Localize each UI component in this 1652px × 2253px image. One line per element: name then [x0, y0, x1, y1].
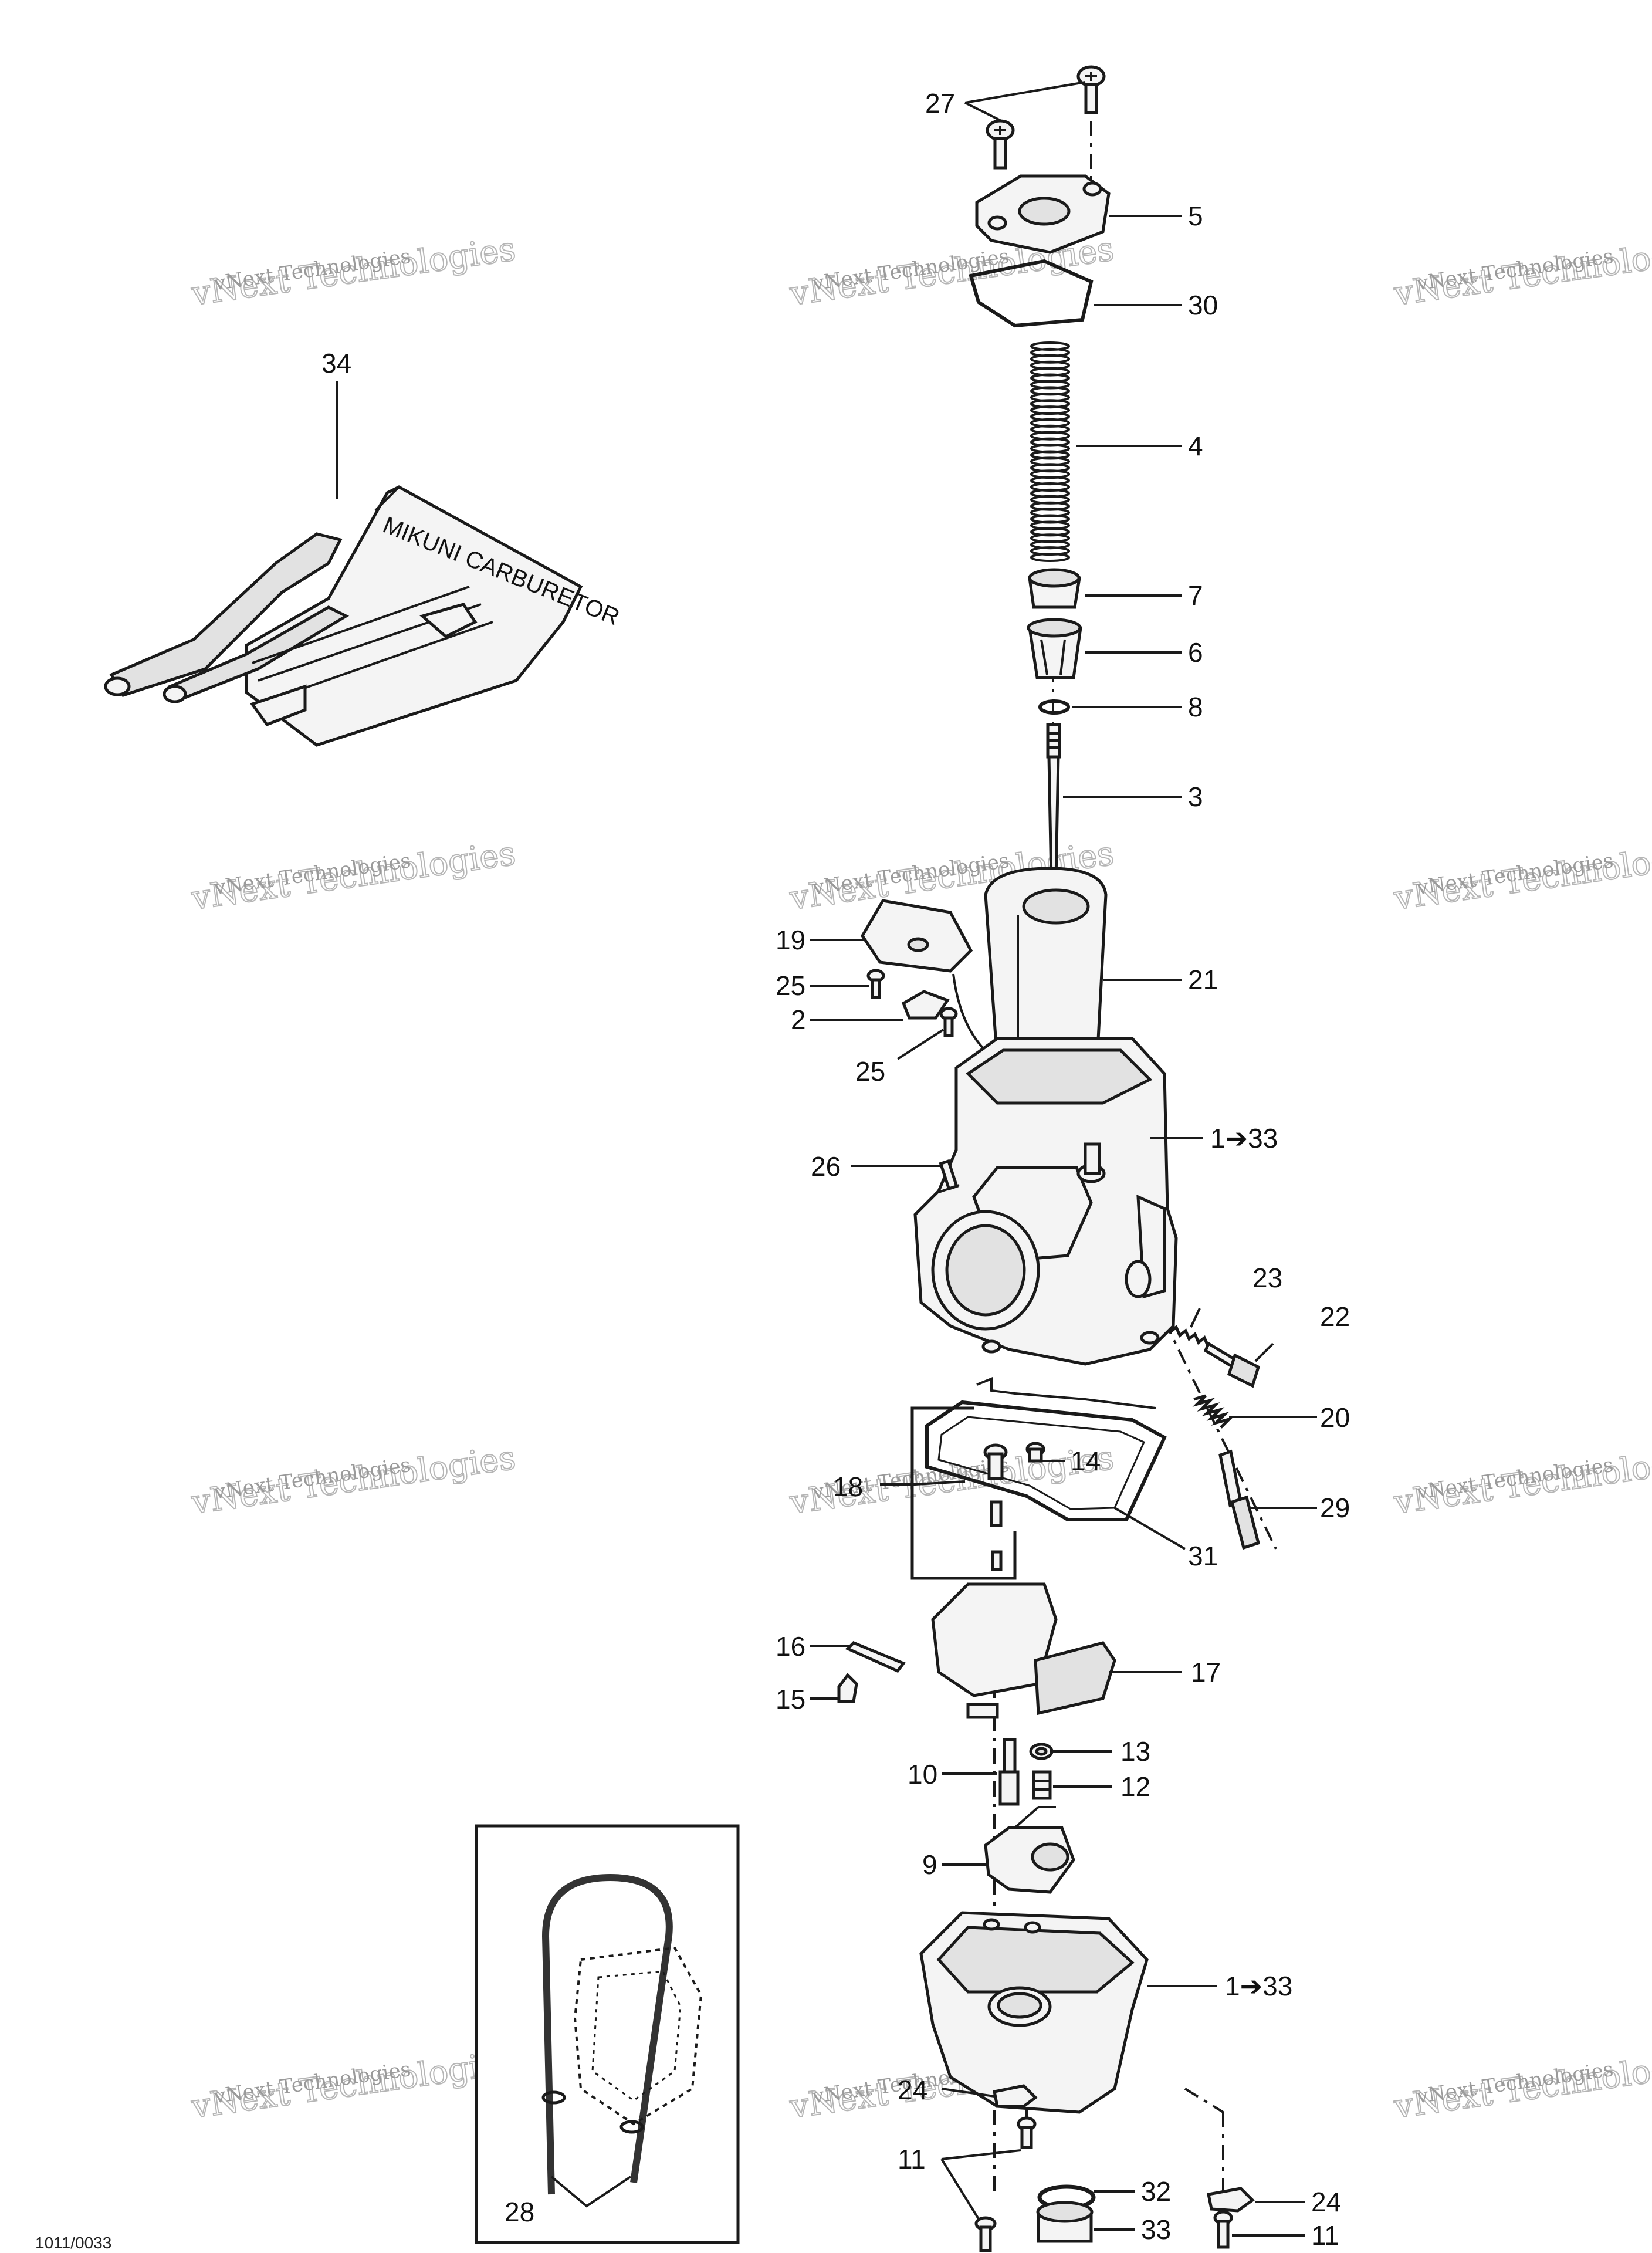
bracket-24-right [1207, 2187, 1255, 2213]
float-17 [931, 1582, 1116, 1719]
callout-12: 12 [1120, 1771, 1150, 1802]
callout-28: 28 [505, 2197, 534, 2227]
callout-7: 7 [1188, 580, 1203, 611]
clip-line [976, 1377, 1156, 1409]
top-cap-5 [975, 174, 1111, 254]
watermark: vNext Technologies vNext Technologies [188, 834, 519, 918]
callout-18: 18 [833, 1471, 863, 1502]
watermark: vNext Technologies vNext Technologies [1391, 2042, 1652, 2127]
float-pin-16 [845, 1641, 906, 1673]
callout-24-right: 24 [1311, 2187, 1341, 2217]
watermark: vNext Technologies vNext Technologies [188, 1438, 519, 1523]
spring-23 [1169, 1324, 1210, 1347]
float-bowl-1 [919, 1911, 1149, 2114]
watermark: vNext Technologies vNext Technologies [1391, 229, 1652, 314]
screw-27-right [1076, 65, 1106, 114]
carburetor-body-1 [913, 1037, 1178, 1366]
pilot-screw-22 [1203, 1341, 1261, 1388]
screw-27-left [986, 119, 1015, 170]
watermark: vNext Technologies vNext Technologies [188, 229, 519, 314]
axis-line [1149, 1290, 1277, 1550]
callout-9: 9 [922, 1849, 937, 1880]
washer-13-hole [1035, 1747, 1048, 1756]
screw-25-upper [866, 969, 885, 999]
idle-screw-29 [1218, 1449, 1261, 1550]
baffle-9 [984, 1806, 1075, 1894]
callout-19: 19 [776, 925, 805, 955]
spring-coil [1030, 553, 1070, 562]
callout-5: 5 [1188, 201, 1203, 231]
gasket-31 [925, 1400, 1167, 1521]
callout-26: 26 [811, 1151, 841, 1182]
callout-11-right: 11 [1311, 2220, 1339, 2251]
callout-16: 16 [776, 1631, 805, 1662]
leader-lines [336, 81, 1317, 2237]
watermark: vNext Technologies vNext Technologies [188, 2042, 519, 2127]
tool-kit-34: MIKUNI CARBURETOR [104, 485, 623, 747]
bracket-24-left [993, 2084, 1038, 2108]
callout-21: 21 [1188, 965, 1218, 995]
gasket-30 [969, 259, 1094, 328]
callout-32: 32 [1141, 2176, 1171, 2207]
callout-3: 3 [1188, 782, 1203, 812]
callout-4: 4 [1188, 431, 1203, 461]
cap-7 [1028, 568, 1081, 609]
figure-code: 1011/0033 [35, 2234, 111, 2252]
jet-needle-3 [1046, 723, 1061, 882]
callout-labels: 27 5 30 34 4 7 6 8 3 19 21 25 2 25 1➔33 … [321, 88, 1350, 2251]
callout-1-bowl: 1➔33 [1225, 1971, 1292, 2001]
callout-13: 13 [1120, 1736, 1150, 1767]
screw-15 [837, 1673, 858, 1703]
screw-11-upper [1017, 2116, 1037, 2149]
screw-11-right [1213, 2210, 1233, 2249]
callout-15: 15 [776, 1684, 805, 1714]
callout-30: 30 [1188, 290, 1218, 320]
callout-17: 17 [1191, 1657, 1221, 1687]
spring-4 [1030, 341, 1070, 562]
callout-31: 31 [1188, 1541, 1218, 1571]
needle-valve-parts [983, 1443, 1008, 1571]
callout-20: 20 [1320, 1402, 1350, 1433]
bracket-18-group-frame [910, 1406, 1017, 1580]
callout-11-left: 11 [898, 2144, 926, 2174]
watermark: vNext Technologies vNext Technologies [1391, 834, 1652, 918]
callout-14: 14 [1071, 1446, 1101, 1476]
drain-plug-33 [1036, 2201, 1094, 2243]
watermark: vNext Technologies vNext Technologies [1391, 1438, 1652, 1523]
inset-28 [475, 1824, 740, 2244]
needle-holder-6 [1027, 618, 1082, 679]
cover-19 [861, 899, 973, 973]
axis-line [1184, 2088, 1224, 2113]
spring-20 [1192, 1394, 1234, 1429]
needle-jet-10 [998, 1738, 1020, 1806]
screw-26 [938, 1159, 960, 1193]
callout-2: 2 [791, 1004, 806, 1035]
callout-22: 22 [1320, 1301, 1350, 1332]
callout-24-left: 24 [898, 2075, 927, 2105]
callout-27: 27 [925, 88, 955, 119]
callout-33: 33 [1141, 2214, 1171, 2245]
clip-8 [1038, 699, 1070, 715]
callout-1-body: 1➔33 [1210, 1123, 1278, 1153]
callout-29: 29 [1320, 1493, 1350, 1523]
callout-8: 8 [1188, 692, 1203, 722]
callout-10: 10 [908, 1759, 937, 1789]
callout-25-upper: 25 [776, 970, 805, 1001]
jet-14 [1025, 1442, 1045, 1463]
main-jet-12 [1032, 1770, 1052, 1800]
screw-11-lower [974, 2216, 997, 2252]
callout-34: 34 [321, 348, 351, 378]
callout-6: 6 [1188, 637, 1203, 668]
callout-23: 23 [1252, 1263, 1282, 1293]
screw-25-lower [939, 1007, 958, 1037]
callout-25-lower: 25 [855, 1056, 885, 1087]
plate-2 [901, 990, 950, 1020]
